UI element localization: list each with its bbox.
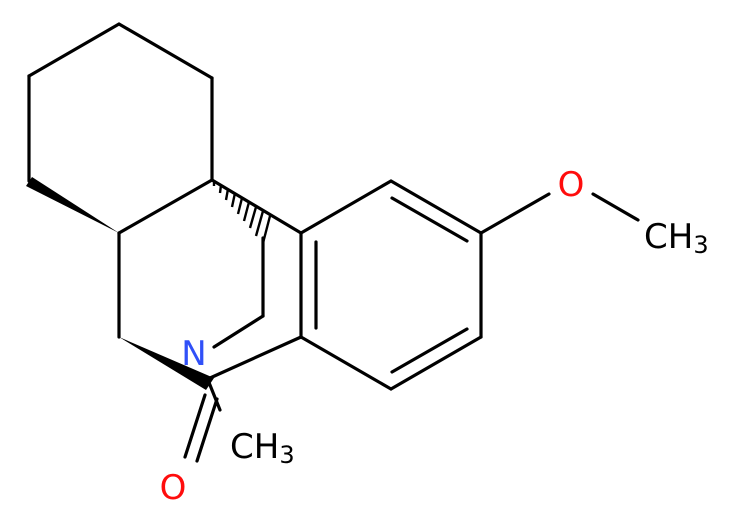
bond <box>117 178 214 235</box>
n-methyl-subscript: 3 <box>279 441 294 469</box>
methoxy-methyl-label: CH3 <box>644 217 709 259</box>
bond <box>206 378 222 412</box>
wedge-bond <box>119 337 214 390</box>
methoxy-group <box>479 192 640 235</box>
bond <box>591 192 640 222</box>
bond <box>299 179 393 235</box>
bond <box>390 196 469 243</box>
bond <box>212 314 265 349</box>
bond <box>27 22 121 78</box>
carbonyl-double-bond <box>183 393 219 463</box>
methoxy-methyl-symbol: CH <box>644 217 693 257</box>
bond <box>117 22 214 80</box>
bond <box>389 179 483 235</box>
bond <box>183 393 207 459</box>
benzene-ring <box>299 179 483 391</box>
methoxy-oxygen-label: O <box>558 165 585 205</box>
bond <box>208 335 303 380</box>
nitrogen-label: N <box>181 334 206 374</box>
bond <box>390 327 469 374</box>
n-methyl-symbol: CH <box>230 427 279 467</box>
bond <box>389 335 483 391</box>
bond <box>299 335 393 391</box>
bond <box>210 178 303 235</box>
bond <box>479 192 551 235</box>
bond <box>195 397 219 463</box>
carbonyl-oxygen-label: O <box>160 468 187 508</box>
wedge-bond <box>26 177 119 233</box>
aliphatic-skeleton <box>117 178 303 412</box>
n-methyl-label: CH3 <box>230 427 295 469</box>
hash-bond <box>212 180 272 244</box>
cyclohexane-ring <box>27 22 214 183</box>
methoxy-methyl-subscript: 3 <box>693 231 708 259</box>
